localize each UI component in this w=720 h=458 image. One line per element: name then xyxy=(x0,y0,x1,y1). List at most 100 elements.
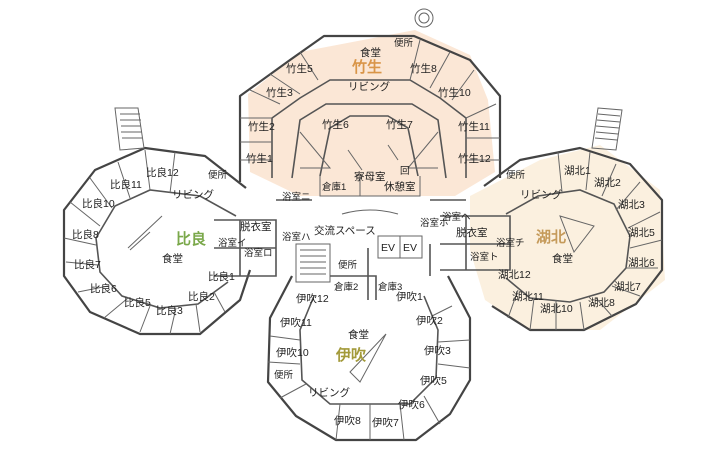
hira-room-11-label: 比良11 xyxy=(110,178,142,191)
hub-toilet-label: 便所 xyxy=(338,259,358,271)
storage2-label: 倉庫2 xyxy=(334,281,358,293)
ibuki-toilet-label: 便所 xyxy=(274,369,294,381)
take-room-dividers xyxy=(240,39,500,161)
kohoku-room-11-label: 湖北11 xyxy=(512,291,544,303)
take-unit-label: 竹生 xyxy=(351,58,382,76)
take-dining-label: 食堂 xyxy=(360,46,381,59)
ibuki-room-10-label: 伊吹10 xyxy=(276,346,309,359)
ibuki-living-label: リビング xyxy=(308,386,350,399)
bath-chi-label: 浴室チ xyxy=(496,237,525,249)
kohoku-room-8-label: 湖北8 xyxy=(588,297,615,309)
kohoku-room-dividers xyxy=(507,151,663,331)
bath-ro-label: 浴室ロ xyxy=(244,247,273,259)
dorm-mother-label: 寮母室 xyxy=(354,170,386,183)
take-room-12-label: 竹生12 xyxy=(458,152,491,165)
bath-i-label: 浴室イ xyxy=(218,237,247,249)
hira-room-7-label: 比良7 xyxy=(74,258,101,271)
exchange-space-label: 交流スペース xyxy=(314,224,376,237)
bath-he-label: 浴室ヘ xyxy=(442,211,471,223)
ibuki-room-6-label: 伊吹6 xyxy=(398,398,425,411)
kohoku-room-3-label: 湖北3 xyxy=(618,199,645,211)
kohoku-room-2-label: 湖北2 xyxy=(594,177,621,189)
take-room-6-label: 竹生6 xyxy=(322,118,349,131)
kohoku-stairs xyxy=(591,107,623,151)
kohoku-room-6-label: 湖北6 xyxy=(628,257,655,269)
ibuki-stairs xyxy=(295,243,331,283)
take-room-5-label: 竹生5 xyxy=(286,62,313,75)
ibuki-room-8-label: 伊吹8 xyxy=(334,414,361,427)
ibuki-unit-label: 伊吹 xyxy=(335,346,367,364)
take-inner-wall xyxy=(271,79,467,178)
bath-ni-label: 浴室ニ xyxy=(282,191,311,203)
hira-room-2-label: 比良2 xyxy=(188,290,215,303)
kohoku-dining-diagonals xyxy=(559,215,595,254)
storage1-label: 倉庫1 xyxy=(322,181,346,193)
kohoku-zone-tint xyxy=(470,145,665,330)
take-zone-tint xyxy=(248,30,495,196)
take-service-rooms xyxy=(319,176,421,197)
take-room-11-label: 竹生11 xyxy=(458,120,490,133)
take-room-2-label: 竹生2 xyxy=(248,120,275,133)
bath-ho-label: 浴室ホ xyxy=(420,217,449,229)
hira-toilet-label: 便所 xyxy=(208,169,228,181)
hira-outer-wall xyxy=(62,146,252,336)
hira-living-label: リビング xyxy=(172,188,214,201)
hub-arc xyxy=(341,209,399,215)
hira-dining-diagonal xyxy=(127,215,163,251)
hira-room-8-label: 比良8 xyxy=(72,228,99,241)
ev-boxes xyxy=(377,235,423,259)
take-living-label: リビング xyxy=(348,80,390,93)
hira-room-3-label: 比良3 xyxy=(156,304,183,317)
take-diagonals xyxy=(299,131,439,171)
kohoku-unit-label: 湖北 xyxy=(536,229,566,246)
ibuki-dining-label: 食堂 xyxy=(348,328,369,341)
take-room-3-label: 竹生3 xyxy=(266,86,293,99)
hira-room-6-label: 比良6 xyxy=(90,282,117,295)
bath-ha-label: 浴室ハ xyxy=(282,231,311,243)
stair-circle-inner xyxy=(418,12,430,24)
ibuki-room-12-label: 伊吹12 xyxy=(296,292,329,305)
kohoku-room-7-label: 湖北7 xyxy=(614,281,641,293)
hira-room-dividers xyxy=(63,149,226,335)
ibuki-room-1-label: 伊吹1 xyxy=(396,290,423,303)
hira-room-12-label: 比良12 xyxy=(146,166,179,179)
kohoku-outer-wall xyxy=(483,146,664,332)
take-central-block xyxy=(291,103,447,179)
take-room-10-label: 竹生10 xyxy=(438,86,471,99)
hira-stairs xyxy=(114,107,145,151)
kohoku-toilet-label: 便所 xyxy=(506,169,526,181)
kohoku-room-1-label: 湖北1 xyxy=(564,165,591,177)
ibuki-room-11-label: 伊吹11 xyxy=(280,316,312,329)
storage3-label: 倉庫3 xyxy=(378,281,402,293)
take-room-8-label: 竹生8 xyxy=(410,62,437,75)
ev-1-label: EV xyxy=(381,242,395,254)
kohoku-room-5-label: 湖北5 xyxy=(628,227,655,239)
ibuki-room-dividers xyxy=(267,305,471,441)
ibuki-room-5-label: 伊吹5 xyxy=(420,374,447,387)
kohoku-dining-label: 食堂 xyxy=(552,252,573,265)
kohoku-inner-wall xyxy=(505,189,631,303)
take-room-7-label: 竹生7 xyxy=(386,118,413,131)
hira-bath-block xyxy=(214,219,277,277)
hub-walls xyxy=(276,199,466,300)
kaku-label: 回 xyxy=(400,166,410,177)
bath-to-label: 浴室ト xyxy=(470,251,499,263)
take-toilet-label: 便所 xyxy=(394,37,414,49)
hira-dining-label: 食堂 xyxy=(162,252,183,265)
ibuki-room-3-label: 伊吹3 xyxy=(424,344,451,357)
dressing-room-west-label: 脱衣室 xyxy=(240,220,272,233)
hira-inner-wall xyxy=(95,189,237,309)
take-outer-wall xyxy=(238,34,502,182)
take-room-1-label: 竹生1 xyxy=(246,152,273,165)
kohoku-room-10-label: 湖北10 xyxy=(540,303,573,315)
hira-room-1-label: 比良1 xyxy=(208,270,235,283)
hira-unit-label: 比良 xyxy=(176,230,206,248)
hira-room-5-label: 比良5 xyxy=(124,296,151,309)
rest-room-label: 休憩室 xyxy=(384,180,416,193)
stair-circle xyxy=(414,8,434,28)
ibuki-room-7-label: 伊吹7 xyxy=(372,416,399,429)
ibuki-dining-diagonal xyxy=(349,333,387,383)
kohoku-living-label: リビング xyxy=(520,188,562,201)
ibuki-room-2-label: 伊吹2 xyxy=(416,314,443,327)
